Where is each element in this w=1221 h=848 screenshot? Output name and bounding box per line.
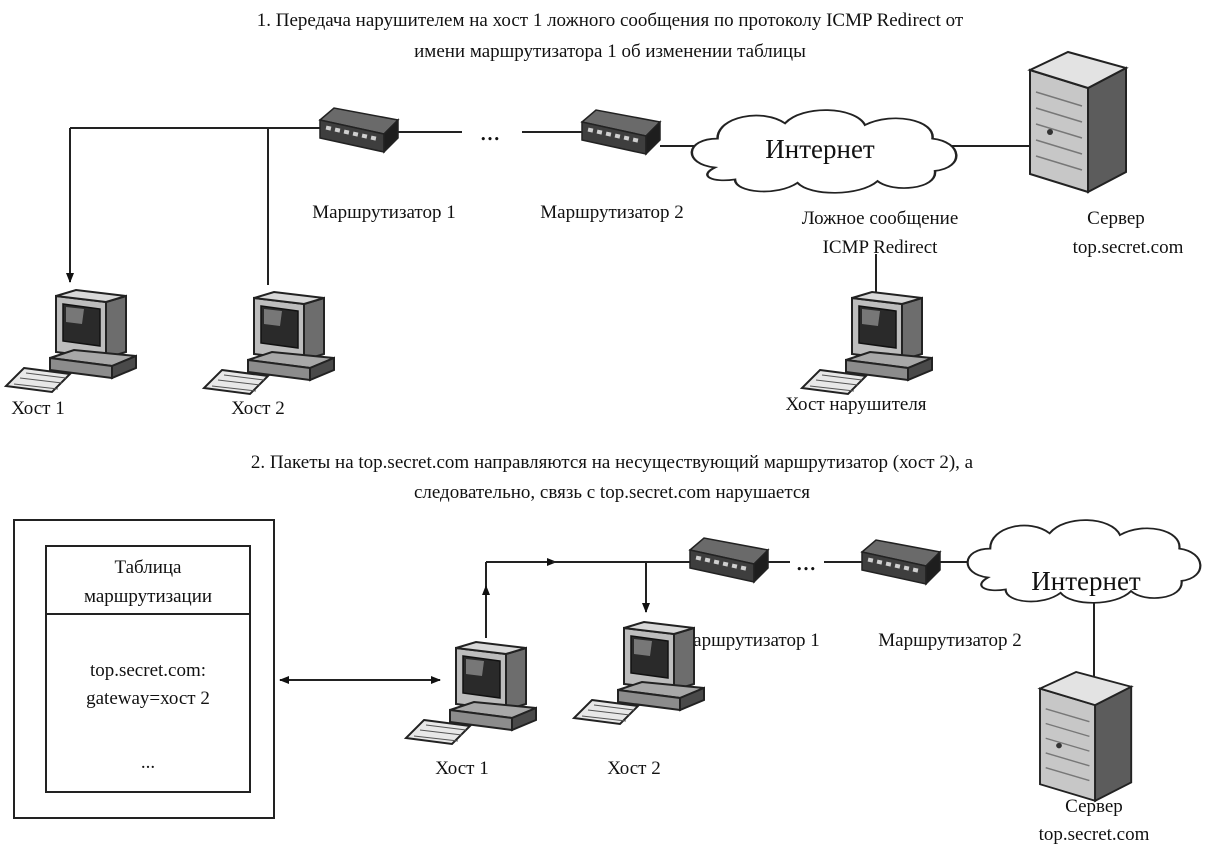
- top-fake-message-line2: ICMP Redirect: [823, 237, 939, 258]
- top-router2-icon: [581, 109, 661, 155]
- bottom-server-label-line1: Сервер: [1065, 796, 1123, 817]
- routing-table-entry-line2: gateway=хост 2: [86, 688, 210, 709]
- top-host1-label: Хост 1: [11, 398, 64, 419]
- bottom-router1-icon: [689, 537, 769, 583]
- top-server-label-line1: Сервер: [1087, 208, 1145, 229]
- bottom-server-label-line2: top.secret.com: [1039, 824, 1150, 845]
- bottom-internet-label: Интернет: [1031, 566, 1141, 596]
- bottom-caption-line2: следовательно, связь с top.secret.com на…: [414, 482, 810, 503]
- bottom-router1-label: Маршрутизатор 1: [676, 630, 819, 651]
- bottom-server-icon: [1039, 671, 1133, 802]
- top-server-icon: [1029, 51, 1127, 193]
- bottom-caption-line1: 2. Пакеты на top.secret.com направляются…: [251, 452, 974, 473]
- top-router2-label: Маршрутизатор 2: [540, 202, 683, 223]
- bottom-host1-label: Хост 1: [435, 758, 488, 779]
- top-caption-line2: имени маршрутизатора 1 об изменении табл…: [414, 41, 806, 62]
- top-host2-label: Хост 2: [231, 398, 284, 419]
- top-server-label-line2: top.secret.com: [1073, 237, 1184, 258]
- top-router1-label: Маршрутизатор 1: [312, 202, 455, 223]
- top-attacker-computer-icon: [801, 291, 933, 395]
- top-caption-line1: 1. Передача нарушителем на хост 1 ложног…: [257, 10, 964, 31]
- top-wires: [66, 127, 1030, 300]
- top-fake-message-line1: Ложное сообщение: [802, 208, 959, 229]
- bottom-router2-label: Маршрутизатор 2: [878, 630, 1021, 651]
- routing-table: [13, 519, 275, 819]
- top-host2-computer-icon: [203, 291, 335, 395]
- top-attacker-label: Хост нарушителя: [785, 394, 926, 415]
- bottom-ellipsis: ...: [796, 546, 816, 576]
- routing-table-title-line2: маршрутизации: [84, 586, 212, 607]
- top-ellipsis: ...: [480, 116, 500, 146]
- routing-table-ellipsis: ...: [141, 752, 155, 773]
- top-internet-label: Интернет: [765, 134, 875, 164]
- bottom-wires: [279, 558, 1095, 684]
- bottom-router2-icon: [861, 539, 941, 585]
- bottom-host1-computer-icon: [405, 641, 537, 745]
- top-host1-computer-icon: [5, 289, 137, 393]
- bottom-host2-label: Хост 2: [607, 758, 660, 779]
- routing-table-title-line1: Таблица: [114, 557, 182, 578]
- top-router1-icon: [319, 107, 399, 153]
- routing-table-entry-line1: top.secret.com:: [90, 660, 206, 681]
- bottom-host2-computer-icon: [573, 621, 705, 725]
